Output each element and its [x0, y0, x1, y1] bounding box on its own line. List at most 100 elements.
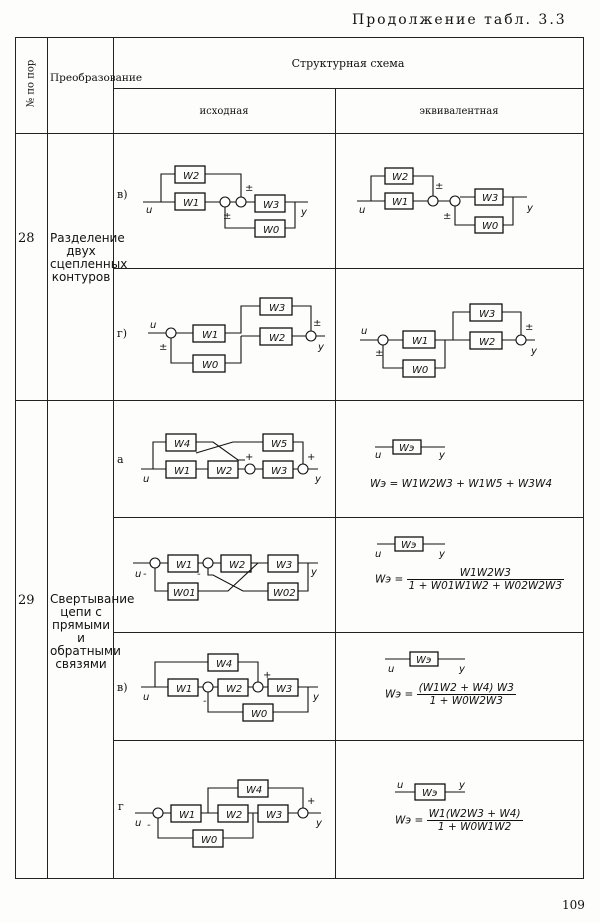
- diagram-label: u: [143, 692, 149, 703]
- transfer-function-formula: Wэ = W1W2W3 + W1W5 + W3W4: [370, 478, 553, 490]
- diagram-label: u: [361, 326, 367, 337]
- diagram-label: W1: [183, 198, 199, 209]
- diagram-label: u: [359, 205, 365, 216]
- divider: [335, 88, 336, 879]
- column-header-equivalent: эквивалентная: [419, 106, 499, 117]
- diagram-label: u: [135, 569, 141, 580]
- diagram-label: W2: [229, 560, 245, 571]
- diagram-label: ±: [313, 318, 321, 329]
- diagram-label: +: [307, 796, 315, 807]
- diagram-label: u: [135, 818, 141, 829]
- diagram-label: W2: [183, 171, 199, 182]
- diagram-label: y: [530, 346, 538, 357]
- diagram-label: W0: [201, 835, 217, 846]
- diagram-label: W2: [226, 684, 242, 695]
- equivalent-block: Wэ u y: [385, 651, 466, 675]
- diagram-label: W3: [271, 466, 287, 477]
- diagram-label: y: [317, 342, 325, 353]
- diagram-label: W5: [271, 439, 287, 450]
- diagram-label: +: [307, 452, 315, 463]
- diagram-label: W3: [479, 309, 495, 320]
- diagram-label: y: [438, 549, 446, 560]
- diagram-label: W4: [174, 439, 190, 450]
- diagram-label: W2: [392, 172, 408, 183]
- diagram-label: y: [526, 203, 534, 214]
- diagram-label: -: [147, 820, 151, 831]
- diagram-label: u: [150, 320, 156, 331]
- diagram-label: W2: [269, 333, 285, 344]
- diagram-label: ±: [159, 342, 167, 353]
- diagram-label: W0: [482, 221, 498, 232]
- diagram-label: W4: [216, 659, 232, 670]
- divider: [15, 400, 583, 401]
- diagram-label: y: [310, 567, 318, 578]
- diagram-label: Wэ: [416, 655, 431, 666]
- block-diagram-equivalent: W1 W3 W2 W0 uy ±±: [360, 303, 538, 378]
- diagram-label: Wэ: [401, 540, 416, 551]
- diagram-label: y: [315, 818, 323, 829]
- block-diagram-original: W1 W3 W2 W0 uy ±±: [148, 297, 325, 373]
- diagram-label: u: [375, 450, 381, 461]
- divider: [113, 88, 583, 89]
- row-number: 28: [18, 231, 35, 246]
- table-border: [15, 878, 583, 879]
- diagram-label: W02: [273, 588, 296, 599]
- diagram-label: u: [397, 780, 403, 791]
- diagram-label: Wэ: [399, 443, 414, 454]
- diagram-label: -: [143, 569, 147, 580]
- row-transform-name: Разделение двух сцепленных контуров: [50, 231, 128, 284]
- divider: [113, 740, 583, 741]
- transfer-function-formula: Wэ = W1(W2W3 + W4)1 + W0W1W2: [395, 808, 523, 833]
- diagram-label: W2: [479, 337, 495, 348]
- diagram-label: y: [300, 207, 308, 218]
- equivalent-block: Wэ u y: [375, 439, 446, 461]
- diagram-label: ±: [375, 348, 383, 359]
- diagram-label: -: [197, 569, 201, 580]
- diagram-label: u: [375, 549, 381, 560]
- diagram-label: W3: [266, 810, 282, 821]
- sub-label: г: [118, 800, 124, 813]
- sub-label: в): [117, 188, 128, 201]
- diagram-label: W1: [412, 336, 428, 347]
- diagram-label: W3: [482, 193, 498, 204]
- divider: [113, 517, 583, 518]
- diagram-label: +: [263, 670, 271, 681]
- diagram-label: u: [388, 664, 394, 675]
- diagram-label: y: [438, 450, 446, 461]
- diagram-label: y: [458, 664, 466, 675]
- sub-label: в): [117, 681, 128, 694]
- column-header-number: № по пор: [25, 59, 37, 108]
- diagram-label: ±: [525, 322, 533, 333]
- diagram-label: W3: [276, 560, 292, 571]
- diagram-label: u: [146, 205, 152, 216]
- diagram-label: Wэ: [422, 788, 437, 799]
- diagram-label: W0: [202, 360, 218, 371]
- sub-label: г): [117, 327, 128, 340]
- diagram-label: W1: [176, 684, 192, 695]
- diagram-label: W1: [392, 197, 408, 208]
- divider: [113, 37, 114, 879]
- divider: [113, 632, 583, 633]
- diagram-label: W0: [251, 709, 267, 720]
- diagram-label: ±: [443, 211, 451, 222]
- diagram-label: W01: [173, 588, 196, 599]
- diagram-label: W4: [246, 785, 262, 796]
- diagram-label: u: [143, 474, 149, 485]
- diagram-label: W3: [269, 303, 285, 314]
- column-header-scheme: Структурная схема: [291, 57, 405, 70]
- diagram-label: W2: [216, 466, 232, 477]
- diagram-label: ±: [245, 183, 253, 194]
- table-caption: Продолжение табл. 3.3: [352, 12, 567, 28]
- diagram-label: +: [245, 452, 253, 463]
- table-border: [15, 37, 16, 879]
